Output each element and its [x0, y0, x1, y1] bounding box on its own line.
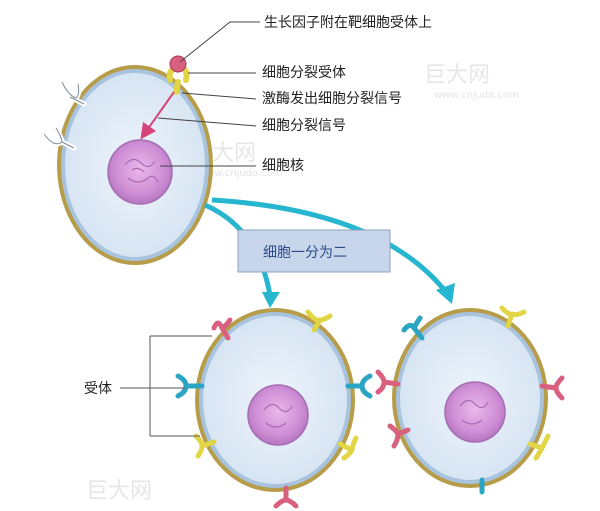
- top-cell-chromatin: [124, 158, 159, 183]
- bottom-left-cell: [175, 308, 373, 509]
- top-cell-nucleus: [107, 139, 173, 205]
- label-enzyme-signal: 激酶发出细胞分裂信号: [262, 90, 402, 107]
- watermark-brand: 巨大网: [424, 63, 490, 88]
- bl-receptor-teal-left: [175, 373, 205, 399]
- watermark-site: www.cnjuda.com: [434, 90, 519, 101]
- bl-chromatin: [263, 403, 293, 428]
- receptor-white-1: [59, 79, 87, 107]
- watermark-brand-3: 巨大网: [86, 479, 152, 504]
- bl-receptors: [175, 309, 373, 509]
- division-signal-arrow: [140, 91, 175, 140]
- receptor-bracket: [120, 335, 212, 437]
- bl-receptor-pink-bottom: [273, 485, 299, 509]
- bl-receptor-pink: [211, 317, 233, 341]
- bl-nucleus: [247, 384, 309, 446]
- leader-enzyme-signal: [181, 92, 257, 100]
- bl-receptor-yellow-bl: [193, 433, 217, 459]
- leader-division-signal: [157, 117, 257, 127]
- br-nucleus: [444, 381, 506, 443]
- top-cell-white-receptor-outline: [43, 81, 85, 149]
- top-cell: [41, 55, 213, 265]
- br-receptor-pink-bl: [387, 423, 411, 449]
- top-label-leaders: [157, 21, 260, 167]
- label-nucleus: 细胞核: [262, 158, 304, 174]
- bl-receptor-yellow-top: [305, 309, 333, 333]
- bl-receptor-yellow-br: [337, 435, 359, 461]
- division-box-label: 细胞一分为二: [263, 245, 347, 261]
- leader-growth-factor: [179, 21, 260, 63]
- label-receptor-top: 细胞分裂受体: [262, 65, 346, 81]
- label-growth-factor: 生长因子附在靶细胞受体上: [264, 15, 432, 31]
- watermarks: 巨大网 www.cnjuda.com 巨大网 www.cnjuda.com 巨大…: [86, 63, 519, 504]
- watermark-site-2: www.cnjuda.com: [198, 168, 283, 179]
- arrow-head-right: [436, 283, 455, 304]
- bottom-right-cell: [375, 305, 565, 495]
- br-receptor-yellow-br: [527, 433, 551, 461]
- br-receptor-teal-top: [401, 315, 425, 341]
- br-chromatin: [459, 399, 489, 425]
- bl-receptor-teal-right: [345, 373, 373, 399]
- label-receptor-bottom: 受体: [84, 381, 112, 397]
- br-receptors: [375, 305, 565, 495]
- br-receptor-yellow-top: [499, 305, 527, 329]
- division-box-rect: [237, 229, 391, 273]
- arrow-head-left: [262, 292, 280, 308]
- division-box: 细胞一分为二: [237, 229, 391, 273]
- br-receptor-pink-left: [375, 369, 401, 395]
- label-division-signal: 细胞分裂信号: [262, 118, 346, 134]
- arrow-to-right-cell: [211, 197, 448, 294]
- growth-factor-ball: [169, 55, 187, 73]
- br-receptor-pink-right: [539, 375, 565, 401]
